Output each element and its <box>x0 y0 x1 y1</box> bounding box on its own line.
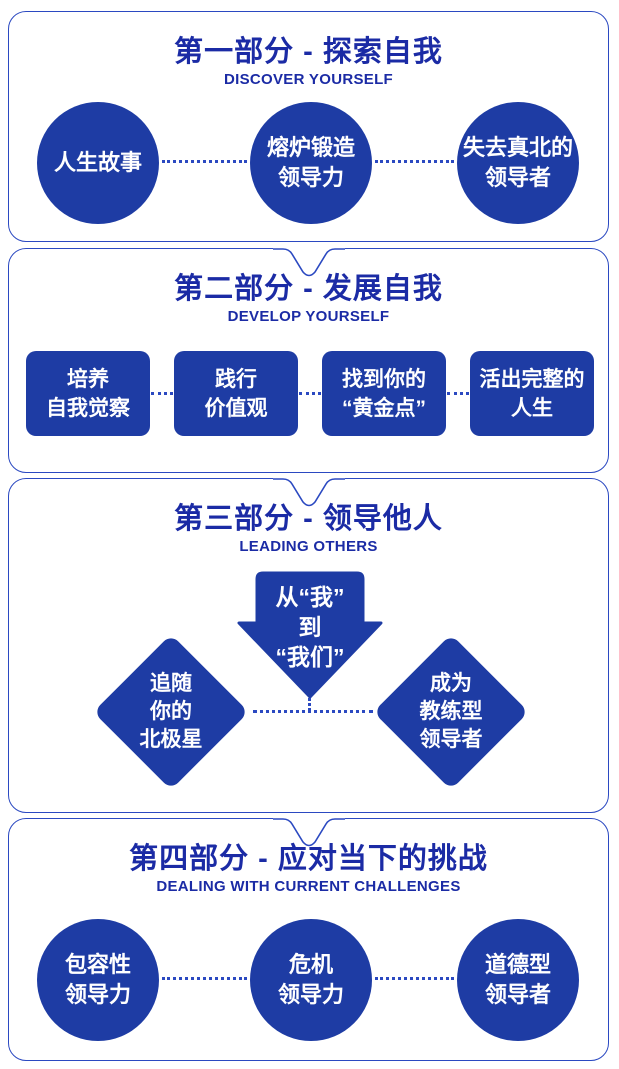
dotted-connector <box>253 710 373 713</box>
section-subtitle: DEALING WITH CURRENT CHALLENGES <box>156 878 461 895</box>
node-label-line: 自我觉察 <box>46 396 130 420</box>
node-label-line: 包容性 <box>64 952 131 977</box>
node-crisis-leadership: 危机 领导力 <box>250 919 372 1041</box>
node-integrated-life: 活出完整的 人生 <box>470 351 594 436</box>
node-label-line: 道德型 <box>484 952 551 977</box>
panel-notch <box>272 477 345 507</box>
node-life-story: 人生故事 <box>37 102 159 224</box>
panel-notch <box>272 247 345 277</box>
section-develop-yourself: 第二部分 - 发展自我 DEVELOP YOURSELF 培养 自我觉察 践行 … <box>8 247 609 473</box>
node-label-line: 熔炉锻造 <box>266 135 355 160</box>
dotted-connector <box>151 392 173 395</box>
diamond-label: 追随 你的 北极星 <box>93 634 249 790</box>
node-label-line: 教练型 <box>419 700 483 723</box>
dotted-connector <box>308 698 311 711</box>
node-label-line: 你的 <box>150 700 192 723</box>
node-label-line: 领导力 <box>277 982 344 1007</box>
node-crucible-leadership: 熔炉锻造 领导力 <box>250 102 372 224</box>
section-current-challenges: 第四部分 - 应对当下的挑战 DEALING WITH CURRENT CHAL… <box>8 817 609 1061</box>
node-inclusive-leadership: 包容性 领导力 <box>37 919 159 1041</box>
section-subtitle: DEVELOP YOURSELF <box>227 308 390 325</box>
section-title: 第一部分 - 探索自我 <box>174 36 443 68</box>
dotted-connector <box>162 160 247 163</box>
dotted-connector <box>375 160 454 163</box>
node-practice-values: 践行 价值观 <box>174 351 298 436</box>
diamond-label: 成为 教练型 领导者 <box>373 634 529 790</box>
node-label-line: 失去真北的 <box>462 135 573 160</box>
node-north-star: 追随 你的 北极星 <box>93 634 249 790</box>
node-label-line: 领导力 <box>64 982 131 1007</box>
node-ethical-leader: 道德型 领导者 <box>457 919 579 1041</box>
section-title: 第二部分 - 发展自我 <box>174 273 443 305</box>
node-label-line: 领导者 <box>484 165 551 190</box>
node-label-line: 活出完整的 <box>479 367 585 391</box>
node-sweet-spot: 找到你的 “黄金点” <box>322 351 446 436</box>
dotted-connector <box>375 977 454 980</box>
node-label-line: 价值观 <box>204 396 268 420</box>
node-self-awareness: 培养 自我觉察 <box>26 351 150 436</box>
node-label-line: 从“我” <box>275 584 345 610</box>
section-subtitle: DISCOVER YOURSELF <box>223 71 394 88</box>
dotted-connector <box>299 392 321 395</box>
node-label-line: 追随 <box>150 672 192 695</box>
panel-notch <box>272 817 345 847</box>
section-title: 第四部分 - 应对当下的挑战 <box>129 843 488 875</box>
node-label-line: 领导者 <box>419 728 483 751</box>
dotted-connector <box>447 392 469 395</box>
section-title: 第三部分 - 领导他人 <box>174 503 443 535</box>
node-label-line: 践行 <box>215 367 257 391</box>
node-label-line: 成为 <box>430 672 472 695</box>
section-subtitle: LEADING OTHERS <box>239 538 378 555</box>
node-coaching-leader: 成为 教练型 领导者 <box>373 634 529 790</box>
node-label-line: 人生故事 <box>53 150 142 175</box>
node-label-line: 人生 <box>511 396 553 420</box>
node-label-line: “黄金点” <box>342 396 426 420</box>
node-label-line: 培养 <box>67 367 109 391</box>
node-lost-true-north: 失去真北的 领导者 <box>457 102 579 224</box>
node-label-line: 领导力 <box>277 165 344 190</box>
section-leading-others: 第三部分 - 领导他人 LEADING OTHERS 从“我” 到 “我们” 追… <box>8 477 609 813</box>
dotted-connector <box>162 977 247 980</box>
node-label-line: 危机 <box>288 952 333 977</box>
section-discover-yourself: 第一部分 - 探索自我 DISCOVER YOURSELF 人生故事 熔炉锻造 … <box>8 11 609 242</box>
node-label-line: 找到你的 <box>342 367 426 391</box>
down-arrow-shape <box>237 571 383 699</box>
node-i-to-we-arrow: 从“我” 到 “我们” <box>237 581 383 673</box>
node-label-line: “我们” <box>275 644 345 670</box>
node-label-line: 北极星 <box>139 728 203 751</box>
node-label-line: 领导者 <box>484 982 551 1007</box>
node-label-line: 到 <box>298 614 322 640</box>
